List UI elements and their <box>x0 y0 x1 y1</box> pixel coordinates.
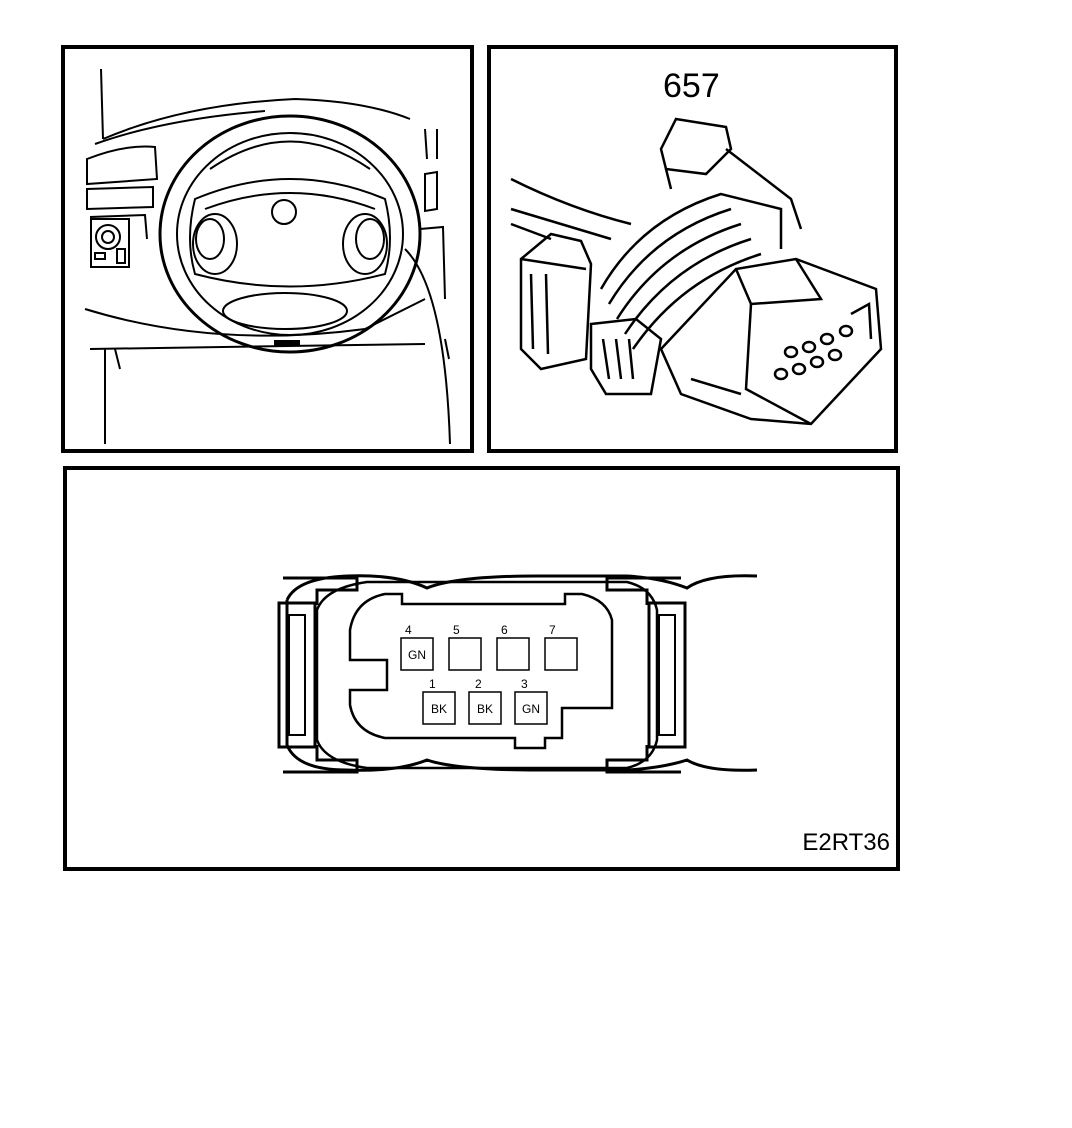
dashboard-illustration <box>84 68 451 445</box>
component-callout: 657 <box>663 67 720 105</box>
pin-number-label: 3 <box>521 677 528 691</box>
pin-number-label: 6 <box>501 623 508 637</box>
pin-box <box>514 691 548 725</box>
pin-wire-color: GN <box>522 702 540 716</box>
figure-code: E2RT36 <box>802 829 890 856</box>
pin-3: 3GN <box>514 677 548 725</box>
pin-number-label: 4 <box>405 623 412 637</box>
pin-2: 2BK <box>468 677 502 725</box>
pin-number-label: 2 <box>475 677 482 691</box>
pin-box <box>544 637 578 671</box>
pin-1: 1BK <box>422 677 456 725</box>
pin-box <box>468 691 502 725</box>
connector-illustration <box>510 117 883 426</box>
dashboard-view-panel <box>61 45 474 453</box>
pin-5: 5 <box>448 623 482 671</box>
pin-box <box>422 691 456 725</box>
pin-box <box>448 637 482 671</box>
pin-number-label: 7 <box>549 623 556 637</box>
pin-7: 7 <box>544 623 578 671</box>
connector-view-panel: 657 <box>487 45 898 453</box>
pin-6: 6 <box>496 623 530 671</box>
pin-number-label: 5 <box>453 623 460 637</box>
pin-4: 4GN <box>400 623 434 671</box>
pin-box <box>496 637 530 671</box>
pin-box <box>400 637 434 671</box>
pin-wire-color: GN <box>408 648 426 662</box>
pin-wire-color: BK <box>431 702 447 716</box>
pin-wire-color: BK <box>477 702 493 716</box>
pin-number-label: 1 <box>429 677 436 691</box>
